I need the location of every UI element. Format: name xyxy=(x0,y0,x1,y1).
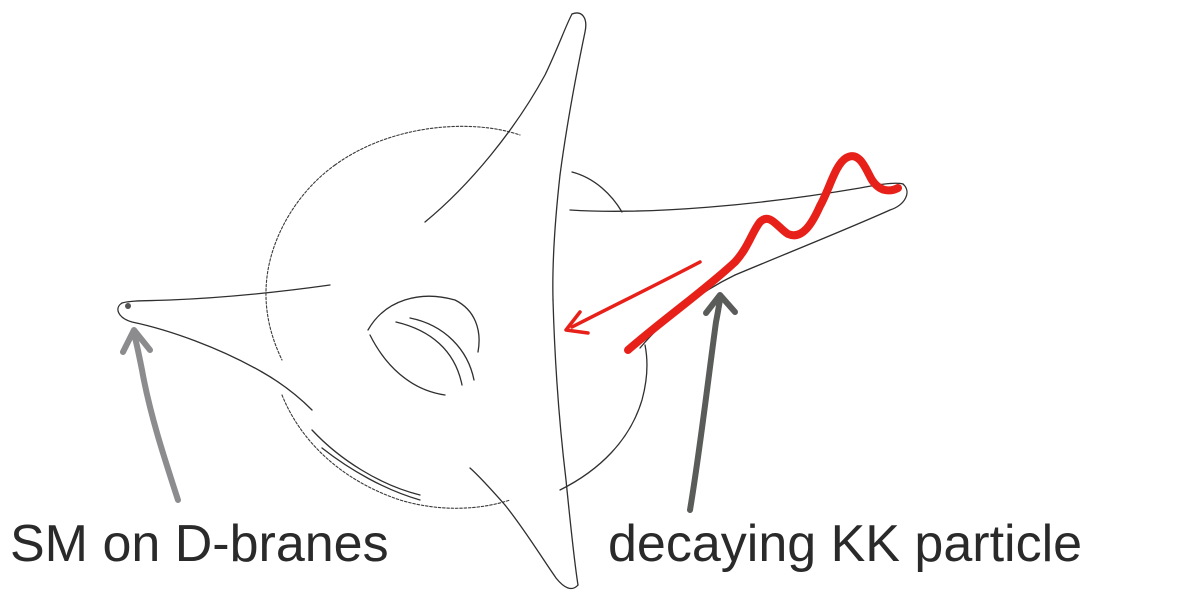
arrow-to-kk-particle xyxy=(690,295,735,510)
lower-throat xyxy=(470,300,578,589)
right-throat xyxy=(570,183,907,348)
decaying-kk-particle-label: decaying KK particle xyxy=(608,518,1082,570)
kk-particle-wave xyxy=(628,156,898,350)
arrow-to-sm-d-branes xyxy=(123,330,178,500)
upper-throat xyxy=(425,13,586,300)
d-brane-point xyxy=(125,303,131,309)
kk-decay-arrow xyxy=(566,262,700,333)
sm-on-d-branes-label: SM on D-branes xyxy=(10,518,389,570)
